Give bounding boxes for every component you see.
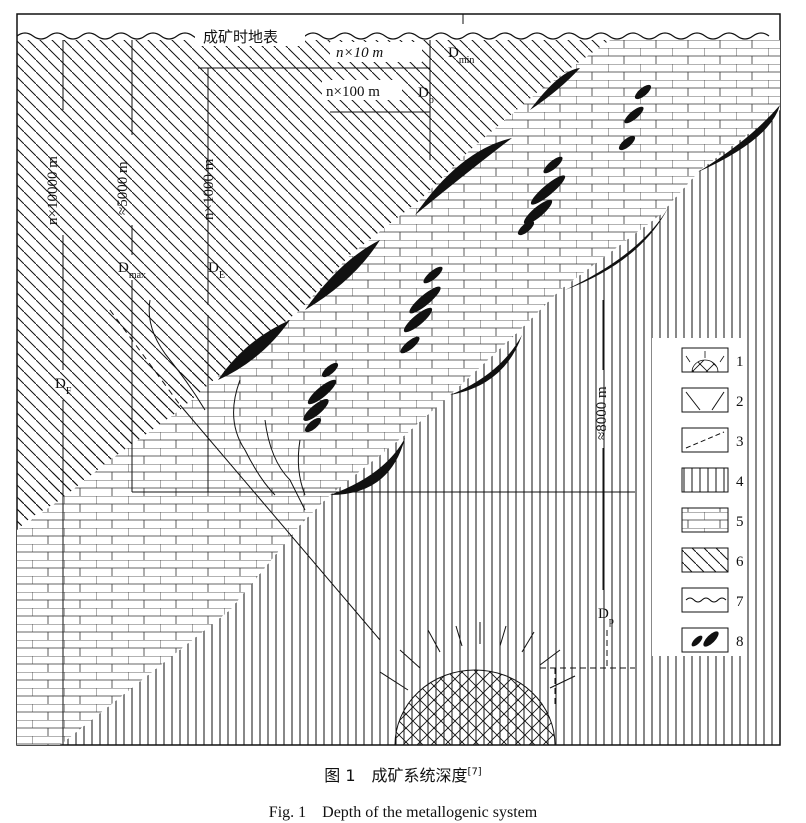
ore-body [218,320,290,380]
fluid-path [233,379,276,496]
caption-chinese: 图 1 成矿系统深度[7] [0,762,806,786]
ore-body [530,68,580,110]
dashed-fault [109,309,181,406]
metallogenic-depth-diagram: 成矿时地表 n×10 m n×100 m n×1000 m ≈5000 m n×… [16,13,781,746]
symbol-dmin: Dmin [448,45,474,66]
legend-num-1: 1 [736,354,744,370]
intrusion-rays [379,622,576,691]
brick-limestone-band [17,40,780,745]
internal-ore-lenses [303,84,652,433]
legend-num-3: 3 [736,434,744,450]
legend-num-6: 6 [736,554,744,570]
ore-forming-surface-wavy [16,32,770,40]
surface-label: 成矿时地表 [203,28,278,46]
depth-label-n10000m: n×10000 m [45,156,61,225]
legend-item-2: 2 [681,387,744,413]
diagonal-hatch-layer-main [17,40,610,530]
caption-chinese-text: 图 1 成矿系统深度 [324,766,468,785]
fluid-path [297,439,306,496]
legend-item-7: 7 [681,587,744,613]
solid-fault [179,404,381,641]
legend-item-3: 3 [681,427,744,453]
legend: 1 2 3 4 5 6 [652,338,744,656]
symbol-de: DE [208,260,225,281]
intrusion-body [394,669,556,745]
depth-label-5000m: ≈5000 m [115,161,131,215]
symbol-do: Do [418,85,434,106]
ore-body [305,240,380,310]
wallrock-vertical-lines-region [60,110,780,745]
symbol-dmax: Dmax [118,260,146,281]
legend-num-7: 7 [736,594,744,610]
depth-label-n1000m: n×1000 m [201,158,217,220]
legend-item-6: 6 [681,547,744,573]
depth-label-8000m: ≈8000 m [594,386,610,440]
legend-item-8: 8 [681,627,744,653]
fluid-path [264,419,306,511]
caption-english: Fig. 1 Depth of the metallogenic system [268,804,538,821]
legend-num-5: 5 [736,514,744,530]
ore-body [330,438,405,495]
depth-label-n100m: n×100 m [326,84,380,100]
legend-item-5: 5 [681,507,744,533]
depth-label-n10m: n×10 m [336,45,383,61]
symbol-dp: Dp [598,606,614,627]
symbol-df: DF [55,376,72,397]
legend-item-1: 1 [681,347,744,373]
legend-num-4: 4 [736,474,744,490]
fluid-path [148,299,206,411]
legend-num-2: 2 [736,394,744,410]
legend-num-8: 8 [736,634,744,650]
caption-reference: [7] [467,766,482,778]
legend-item-4: 4 [681,467,744,493]
